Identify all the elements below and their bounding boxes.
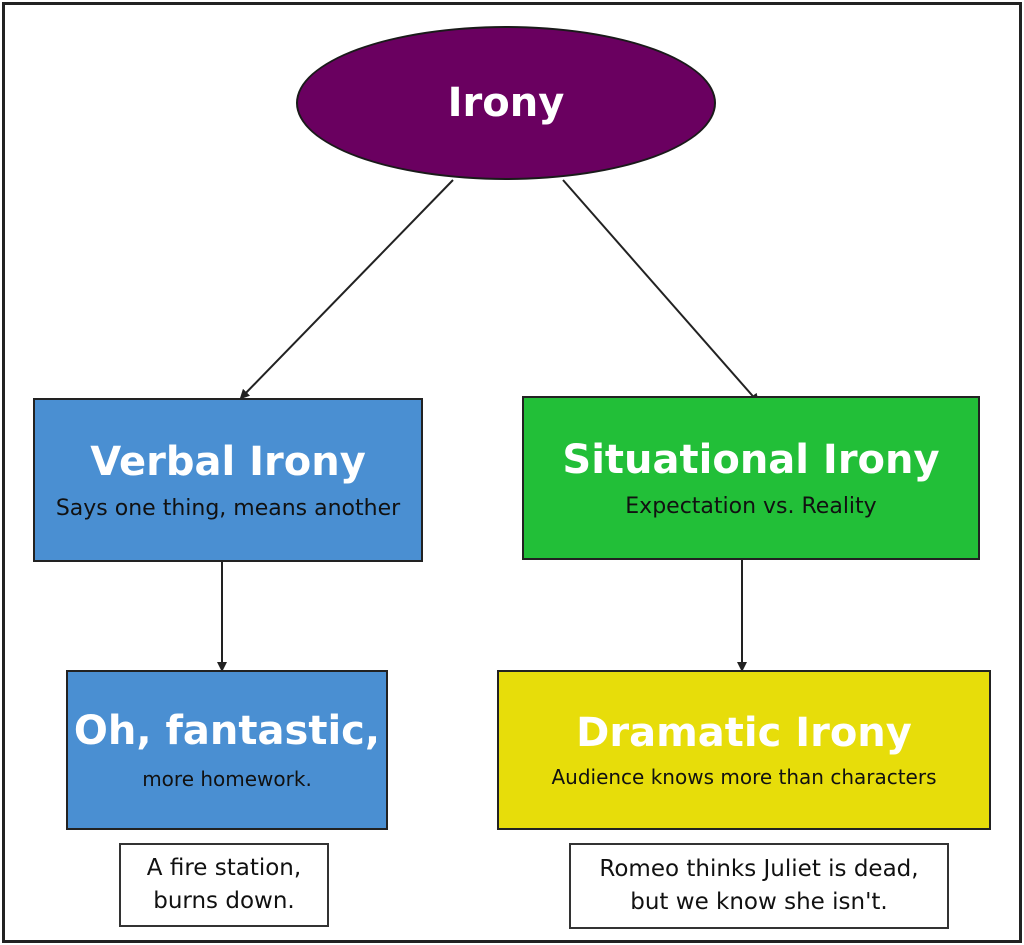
dramatic-irony-subtitle: Audience knows more than characters: [551, 765, 937, 789]
note-right-line1: Romeo thinks Juliet is dead,: [599, 855, 919, 882]
situational-irony-subtitle: Expectation vs. Reality: [625, 493, 877, 519]
verbal-irony-title: Verbal Irony: [90, 438, 366, 485]
verbal-irony-box: Verbal Irony Says one thing, means anoth…: [33, 398, 423, 562]
verbal-irony-subtitle: Says one thing, means another: [55, 495, 401, 521]
dramatic-irony-box: Dramatic Irony Audience knows more than …: [497, 670, 991, 830]
irony-root-node: Irony: [296, 26, 716, 180]
verbal-example-subtitle: more homework.: [142, 767, 312, 791]
verbal-example-box: Oh, fantastic, more homework.: [66, 670, 388, 830]
irony-root-label: Irony: [447, 80, 565, 126]
arrow-irony-to-verbal: [239, 179, 454, 400]
note-left-line2: burns down.: [153, 888, 295, 914]
situational-example-note: A fire station, burns down.: [119, 843, 329, 927]
note-right-line2: but we know she isn't.: [630, 889, 888, 915]
verbal-example-title: Oh, fantastic,: [73, 708, 381, 754]
note-left-line1: A fire station,: [146, 854, 302, 881]
dramatic-example-note: Romeo thinks Juliet is dead, but we know…: [569, 843, 949, 929]
dramatic-irony-title: Dramatic Irony: [576, 710, 912, 756]
situational-irony-box: Situational Irony Expectation vs. Realit…: [522, 396, 980, 560]
situational-irony-title: Situational Irony: [562, 436, 940, 483]
arrow-irony-to-situational: [562, 179, 760, 404]
